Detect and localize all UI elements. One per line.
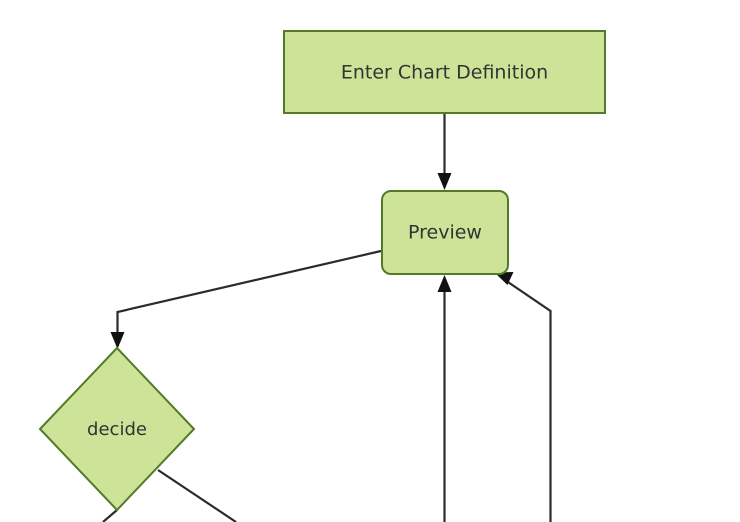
node-label-enter-chart-definition: Enter Chart Definition [341,62,548,84]
node-label-decide: decide [87,419,147,440]
node-preview[interactable]: Preview [381,190,509,275]
edge-decide-out-left [102,509,118,522]
node-shape-preview[interactable] [381,190,509,275]
arrow-head-bottom-right-to-preview [494,272,514,285]
node-enter-chart-definition[interactable]: Enter Chart Definition [283,30,606,114]
arrow-head-enter-to-preview [437,173,452,190]
edge-bottom-right-to-preview [494,272,552,522]
node-shape-decide[interactable] [38,346,196,512]
edge-enter-to-preview [437,114,452,190]
node-label-preview: Preview [408,222,482,244]
arrow-head-preview-to-decide [110,332,125,349]
edge-line-decide-out-left [102,509,118,522]
node-decide[interactable]: decide [38,346,196,512]
edge-line-bottom-right-to-preview [504,279,552,522]
edge-bottom-center-to-preview [437,275,452,522]
edge-line-preview-to-decide [116,249,382,336]
node-shape-enter-chart-definition[interactable] [283,30,606,114]
edge-preview-to-decide [110,249,382,349]
edge-decide-out-right [157,469,237,522]
edge-line-decide-out-right [157,469,237,522]
arrow-head-bottom-center-to-preview [437,275,452,292]
